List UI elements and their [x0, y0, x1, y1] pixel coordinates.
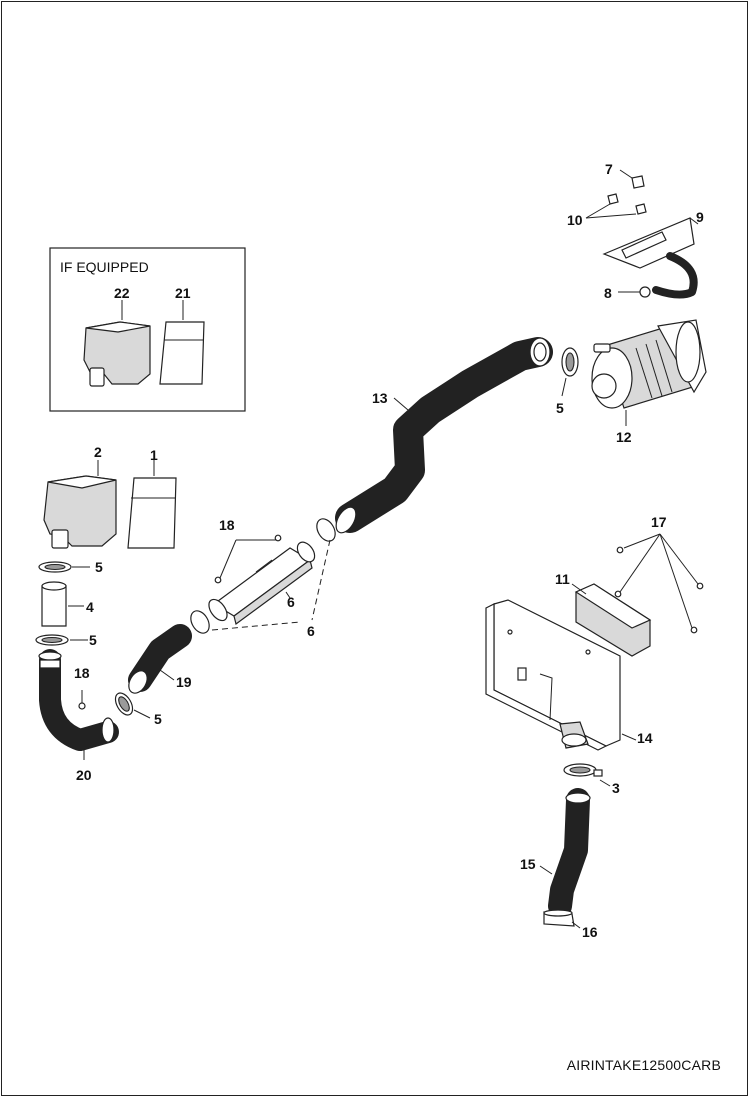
- part-2-cover: [43, 475, 117, 549]
- callout-4: 4: [86, 599, 94, 615]
- clamp-5-mid: [114, 692, 134, 716]
- part-9-bracket: [602, 217, 698, 299]
- callout-22: 22: [114, 285, 130, 301]
- callout-20: 20: [76, 767, 92, 783]
- part-21-panel: [159, 321, 205, 385]
- clamp-5-lower: [35, 634, 69, 646]
- callout-6b: 6: [307, 623, 315, 639]
- callout-11: 11: [555, 571, 570, 587]
- callout-7: 7: [605, 161, 613, 177]
- drawing-code: AIRINTAKE12500CARB: [566, 1057, 721, 1073]
- callout-13: 13: [372, 390, 388, 406]
- callout-18-lower: 18: [74, 665, 90, 681]
- clamp-5-upper: [38, 561, 72, 573]
- callout-12: 12: [616, 429, 632, 445]
- callout-16: 16: [582, 924, 598, 940]
- clamp-5-center-right: [316, 518, 336, 542]
- part-12-air-cleaner: [591, 319, 707, 409]
- callout-17: 17: [651, 514, 667, 530]
- callout-10: 10: [567, 212, 583, 228]
- part-1-panel: [127, 477, 177, 549]
- callout-15: 15: [520, 856, 536, 872]
- callout-19: 19: [176, 674, 192, 690]
- part-7-bolt: [631, 175, 645, 189]
- callout-18-upper: 18: [219, 517, 235, 533]
- part-11-foam-block: [574, 583, 652, 657]
- clamp-5-air-cleaner: [561, 347, 579, 377]
- part-20-elbow-duct: [38, 649, 119, 751]
- part-10-bolts: [607, 193, 647, 215]
- part-4-tube: [41, 581, 67, 627]
- callout-5-air-cleaner: 5: [556, 400, 564, 416]
- part-13-intake-duct: [335, 337, 553, 534]
- screw-18-lower: [78, 690, 86, 710]
- callout-2: 2: [94, 444, 102, 460]
- part-22-cover: [83, 321, 151, 387]
- callout-6: 6: [287, 594, 295, 610]
- callout-9: 9: [696, 209, 704, 225]
- part-3-clamp: [563, 763, 603, 777]
- part-14-tray: [485, 599, 621, 751]
- callout-21: 21: [175, 285, 191, 301]
- clamp-5-center-left: [190, 610, 210, 634]
- if-equipped-inset: IF EQUIPPED: [49, 247, 246, 412]
- callout-1: 1: [150, 447, 158, 463]
- part-16-cap: [543, 909, 575, 927]
- part-8-nut: [639, 286, 651, 298]
- callout-14: 14: [637, 730, 653, 746]
- part-15-tube: [548, 788, 591, 918]
- callout-8: 8: [604, 285, 612, 301]
- part-6-resonator: [208, 541, 316, 626]
- callout-3: 3: [612, 780, 620, 796]
- part-19-tube: [128, 624, 192, 694]
- screw-18-upper: [214, 534, 282, 584]
- inset-title: IF EQUIPPED: [60, 259, 149, 275]
- callout-5-lower: 5: [89, 632, 97, 648]
- part-17-screws: [614, 546, 704, 634]
- callout-5-mid: 5: [154, 711, 162, 727]
- callout-5-upper: 5: [95, 559, 103, 575]
